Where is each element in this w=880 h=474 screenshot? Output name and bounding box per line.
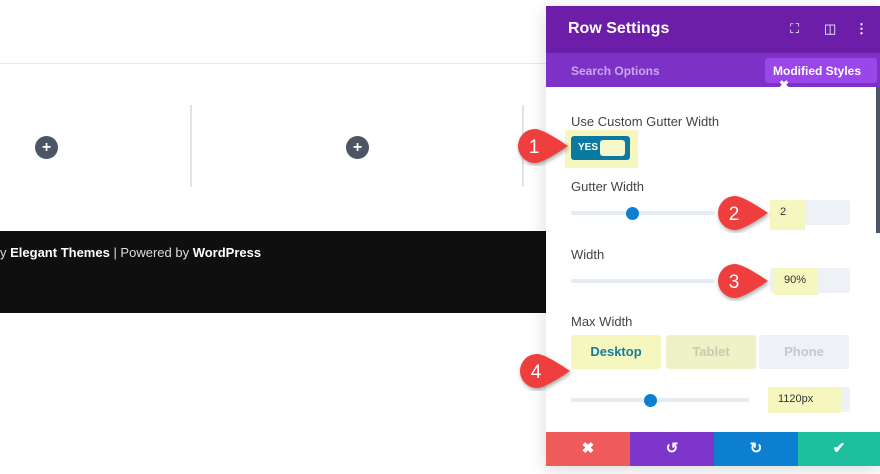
tab-tablet[interactable]: Tablet	[666, 335, 756, 369]
callout-marker-4: 4	[517, 351, 577, 396]
custom-gutter-toggle[interactable]: YES	[571, 136, 630, 160]
tab-desktop[interactable]: Desktop	[571, 335, 661, 369]
footer-platform-link[interactable]: WordPress	[192, 245, 262, 260]
max-width-label: Max Width	[571, 314, 633, 329]
footer-credits: y Elegant Themes | Powered by WordPress	[0, 245, 261, 260]
column-divider	[190, 105, 192, 187]
tab-phone[interactable]: Phone	[759, 335, 849, 369]
callout-marker-2: 2	[715, 193, 775, 238]
discard-button[interactable]: ✖	[546, 432, 630, 466]
max-width-value: 1120px	[768, 387, 841, 413]
gutter-width-slider-handle[interactable]	[626, 207, 639, 220]
toggle-knob	[600, 140, 625, 156]
max-width-slider-handle[interactable]	[644, 394, 657, 407]
toggle-label: YES	[578, 142, 599, 153]
row-settings-panel: Row Settings ⛶ ◫ ⋮ Search Options Modifi…	[546, 6, 880, 466]
modified-styles-label: Modified Styles	[773, 64, 862, 78]
width-slider[interactable]	[571, 279, 715, 283]
width-value: 90%	[774, 268, 818, 295]
focus-icon[interactable]: ⛶	[790, 21, 800, 36]
max-width-slider[interactable]	[571, 398, 749, 402]
gutter-width-slider[interactable]	[571, 211, 715, 215]
add-module-button[interactable]: +	[346, 136, 369, 159]
footer-brand-link[interactable]: Elegant Themes	[10, 245, 110, 260]
custom-gutter-label: Use Custom Gutter Width	[571, 114, 720, 129]
scrollbar[interactable]	[876, 87, 880, 233]
width-label: Width	[571, 247, 605, 262]
footer-separator: | Powered by	[109, 245, 193, 260]
max-width-input[interactable]: 1120px	[768, 387, 850, 413]
callout-marker-3: 3	[715, 261, 775, 306]
callout-marker-1: 1	[515, 126, 575, 171]
marker-number: 2	[729, 204, 740, 225]
gutter-width-value: 2	[770, 200, 805, 230]
sidebar-layout-icon[interactable]: ◫	[824, 21, 837, 36]
add-module-button[interactable]: +	[35, 136, 58, 159]
site-footer	[0, 231, 560, 313]
header-divider	[0, 63, 546, 64]
width-input[interactable]: 90%	[770, 268, 850, 295]
gutter-width-label: Gutter Width	[571, 179, 644, 194]
search-options-input[interactable]: Search Options	[571, 64, 660, 78]
redo-button[interactable]: ↻	[714, 432, 798, 466]
undo-button[interactable]: ↺	[630, 432, 714, 466]
save-button[interactable]: ✔	[798, 432, 880, 466]
marker-number: 4	[531, 362, 542, 383]
panel-title: Row Settings	[568, 20, 670, 37]
panel-header: Row Settings ⛶ ◫ ⋮	[546, 6, 880, 53]
marker-number: 3	[729, 272, 740, 293]
gutter-width-input[interactable]: 2	[770, 200, 850, 230]
search-bar: Search Options Modified Styles ✖	[546, 53, 880, 92]
more-vertical-icon[interactable]: ⋮	[855, 21, 868, 36]
footer-prefix: y	[0, 245, 11, 260]
close-icon[interactable]: ✖	[779, 78, 790, 92]
modified-styles-button[interactable]: Modified Styles ✖	[765, 58, 877, 92]
marker-number: 1	[529, 137, 540, 158]
